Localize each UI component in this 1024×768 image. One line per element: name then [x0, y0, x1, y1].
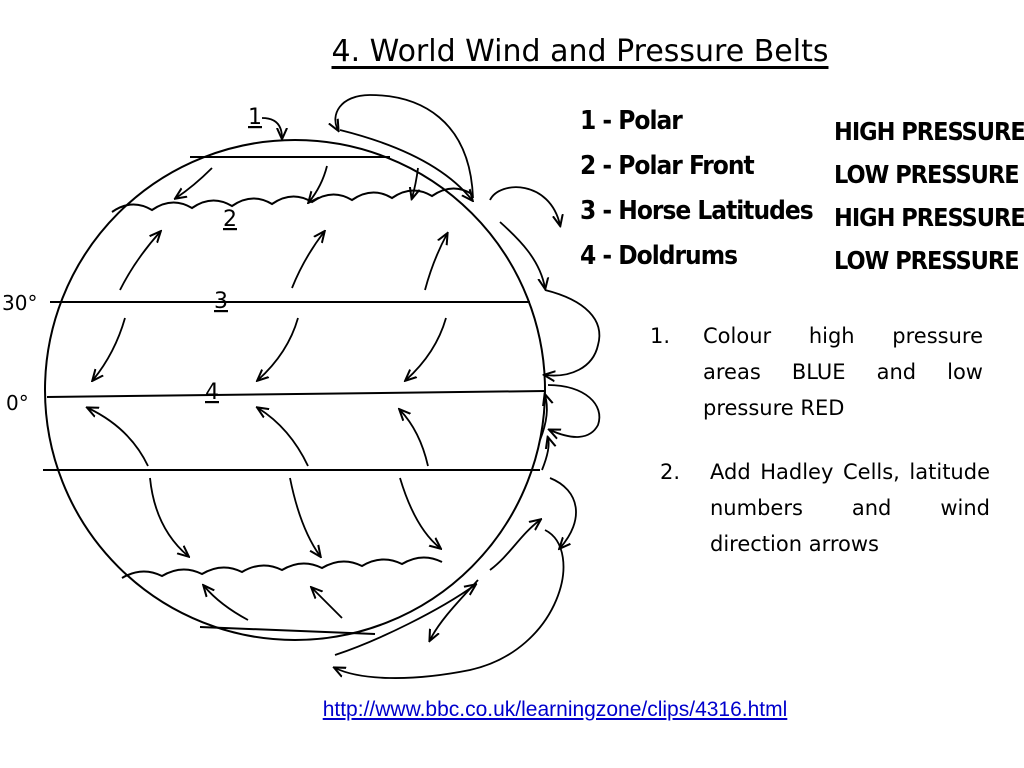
- instruction-item: 1. Colour high pressure areas BLUE and l…: [650, 318, 985, 428]
- instruction-text: Add Hadley Cells, latitude numbers and w…: [710, 460, 990, 556]
- instruction-text: Colour high pressure areas BLUE and low …: [703, 324, 983, 420]
- legend-pressure: LOW PRESSURE: [834, 160, 1020, 189]
- instruction-number: 2.: [660, 460, 681, 484]
- wind-arrows: [88, 165, 447, 621]
- zone-number-3: 3: [214, 289, 228, 314]
- latitude-label-30: 30°: [2, 291, 37, 315]
- legend-label: 2 - Polar Front: [580, 151, 755, 181]
- globe-outline: [44, 139, 546, 641]
- legend-label: 1 - Polar: [580, 106, 683, 136]
- instruction-item: 2. Add Hadley Cells, latitude numbers an…: [660, 454, 992, 604]
- zone-1-pointer: [261, 117, 282, 138]
- zone-number-4: 4: [205, 380, 219, 405]
- legend-pressure: HIGH PRESSURE: [834, 203, 1024, 232]
- bbc-clip-link[interactable]: http://www.bbc.co.uk/learningzone/clips/…: [322, 698, 788, 721]
- polar-front-south: [121, 556, 443, 579]
- polar-front-north: [111, 187, 473, 213]
- legend-pressure: LOW PRESSURE: [834, 246, 1020, 275]
- latitude-line-equator: [46, 390, 546, 398]
- latitude-line-polar-south: [199, 626, 376, 635]
- legend-label: 4 - Doldrums: [580, 241, 738, 271]
- legend-pressure: HIGH PRESSURE: [834, 117, 1024, 146]
- legend-label: 3 - Horse Latitudes: [580, 196, 814, 226]
- zone-number-2: 2: [223, 207, 237, 232]
- circulation-loops: [335, 94, 601, 679]
- instruction-number: 1.: [650, 324, 671, 348]
- page-title: 4. World Wind and Pressure Belts: [331, 34, 829, 69]
- latitude-label-0: 0°: [6, 391, 29, 415]
- zone-number-1: 1: [248, 105, 262, 130]
